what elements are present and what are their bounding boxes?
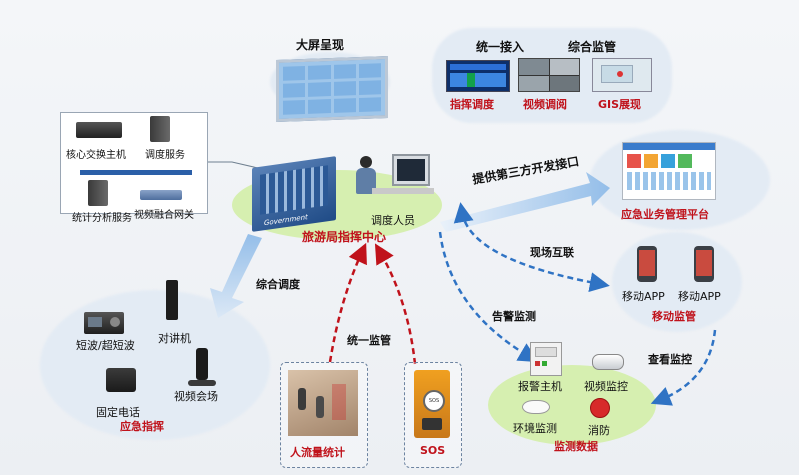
fire-bell-device <box>590 398 610 418</box>
walkie-talkie-device <box>166 280 178 320</box>
phone-1 <box>637 246 657 282</box>
government-building: Government <box>252 156 336 232</box>
app1-label: 移动APP <box>622 290 665 303</box>
monitor-data-ellipse <box>488 365 656 445</box>
alarm-monitor-connector <box>438 231 539 363</box>
gis-screen-thumb <box>592 58 652 92</box>
people-flow-connector <box>328 242 367 363</box>
unified-access-label: 统一接入 <box>476 40 525 54</box>
stats-service-label: 统计分析服务 <box>72 213 132 224</box>
core-switch-label: 核心交换主机 <box>66 150 126 161</box>
gis-caption: GIS展现 <box>598 98 642 111</box>
dispatcher-label: 调度人员 <box>371 214 415 227</box>
view-monitor-label: 查看监控 <box>648 353 692 366</box>
big-screen-label: 大屏呈现 <box>296 38 345 52</box>
smoke-detector-device <box>522 400 550 414</box>
video-caption: 视频调阅 <box>523 98 567 111</box>
desk-phone-device <box>106 368 136 392</box>
sos-label: SOS <box>420 444 446 457</box>
people-flow-label: 人流量统计 <box>290 446 345 459</box>
dispatcher-figure <box>354 156 376 196</box>
monitor-data-label: 监测数据 <box>554 440 598 453</box>
phone-2 <box>694 246 714 282</box>
video-conf-base <box>188 380 216 386</box>
video-screen-thumb <box>518 58 580 92</box>
fixed-phone-label: 固定电话 <box>96 406 140 419</box>
stats-server-device <box>88 180 108 206</box>
core-switch-device <box>76 122 122 138</box>
workstation-desk <box>372 188 434 194</box>
video-gateway-label: 视频融合网关 <box>134 210 194 221</box>
unified-supervision-label: 统一监管 <box>347 334 391 347</box>
platform-label: 应急业务管理平台 <box>621 208 709 221</box>
server-panel-bus <box>80 170 192 175</box>
video-conf-device <box>196 348 208 380</box>
mobile-supervision-label: 移动监管 <box>652 310 696 323</box>
view-monitor-connector <box>650 329 717 406</box>
alarm-monitor-label: 告警监测 <box>492 310 536 323</box>
alarm-host-label: 报警主机 <box>518 380 562 393</box>
onsite-link-label: 现场互联 <box>530 246 574 259</box>
video-monitor-label: 视频监控 <box>584 380 628 393</box>
video-conf-label: 视频会场 <box>174 390 218 403</box>
emergency-command-label: 应急指挥 <box>120 420 164 433</box>
platform-screen <box>622 142 716 200</box>
dispatch-caption: 指挥调度 <box>450 98 494 111</box>
alarm-host-device <box>530 342 562 376</box>
mobile-cloud <box>612 232 742 332</box>
integrated-dispatch-arrow <box>210 234 262 318</box>
sos-device: SOS <box>414 370 450 438</box>
env-monitor-label: 环境监测 <box>513 422 557 435</box>
command-center-label: 旅游局指挥中心 <box>302 230 387 244</box>
dispatch-screen-thumb <box>446 60 510 92</box>
people-flow-image <box>288 370 358 436</box>
walkie-label: 对讲机 <box>158 332 191 345</box>
onsite-link-connector <box>453 202 610 293</box>
dispatch-server-device <box>150 116 170 142</box>
app2-label: 移动APP <box>678 290 721 303</box>
shortwave-label: 短波/超短波 <box>76 339 135 352</box>
fire-label: 消防 <box>588 424 610 437</box>
server-panel-to-center-line <box>205 150 259 169</box>
video-wall <box>276 56 388 122</box>
emergency-cloud <box>40 290 270 440</box>
workstation-monitor <box>392 154 430 186</box>
shortwave-radio-device <box>84 312 124 334</box>
sos-button-face: SOS <box>423 390 445 412</box>
sos-connector <box>374 243 417 365</box>
integrated-monitor-label: 综合监管 <box>568 40 617 54</box>
video-gateway-device <box>140 190 182 200</box>
dispatch-service-label: 调度服务 <box>145 150 185 161</box>
integrated-dispatch-label: 综合调度 <box>256 278 300 291</box>
camera-device <box>592 354 624 370</box>
